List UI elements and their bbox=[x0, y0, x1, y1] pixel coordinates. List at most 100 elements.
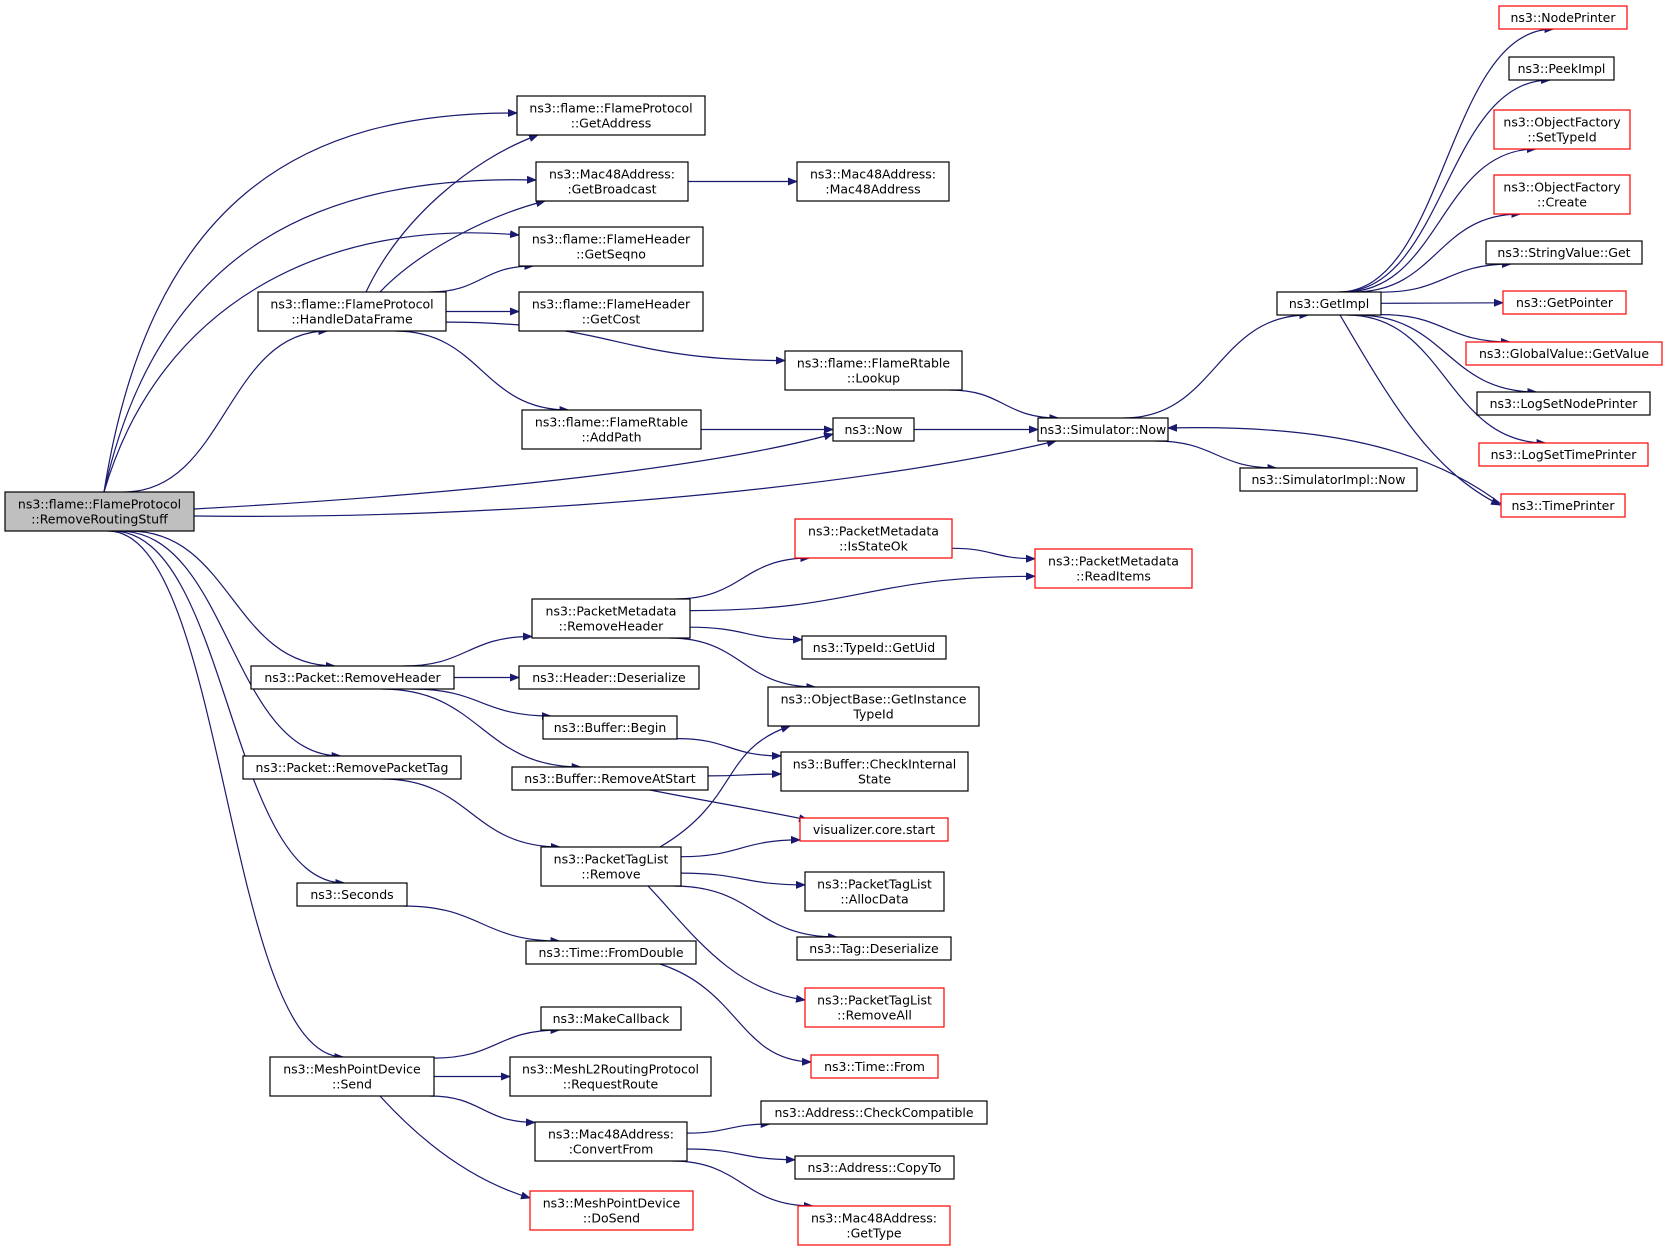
node-peekimpl[interactable]: ns3::PeekImpl bbox=[1508, 56, 1615, 81]
node-label-line: ns3::Time::FromDouble bbox=[538, 945, 683, 960]
node-fp-getaddress[interactable]: ns3::flame::FlameProtocol::GetAddress bbox=[516, 95, 706, 136]
node-box bbox=[518, 291, 704, 332]
edge-pm_removeheader-to-typeid_getuid bbox=[689, 626, 803, 644]
node-getimpl[interactable]: ns3::GetImpl bbox=[1276, 291, 1382, 316]
node-mpd-send[interactable]: ns3::MeshPointDevice::Send bbox=[269, 1056, 435, 1097]
node-of-create[interactable]: ns3::ObjectFactory::Create bbox=[1493, 174, 1631, 215]
node-fr-addpath[interactable]: ns3::flame::FlameRtable::AddPath bbox=[521, 409, 702, 450]
node-label-line: ns3::ObjectFactory bbox=[1503, 115, 1621, 130]
edge-ptl_remove-to-ob_getinstancetypeid bbox=[659, 725, 791, 848]
node-simimpl-now[interactable]: ns3::SimulatorImpl::Now bbox=[1239, 467, 1418, 492]
node-label-line: ns3::LogSetTimePrinter bbox=[1491, 447, 1638, 462]
node-mac-getbroadcast[interactable]: ns3::Mac48Address::GetBroadcast bbox=[535, 161, 689, 202]
node-makecallback[interactable]: ns3::MakeCallback bbox=[540, 1006, 682, 1031]
node-box bbox=[518, 226, 704, 267]
node-pkt-removepackettag[interactable]: ns3::Packet::RemovePacketTag bbox=[242, 755, 462, 780]
node-label-line: :GetType bbox=[846, 1226, 902, 1241]
node-buf-removeatstart[interactable]: ns3::Buffer::RemoveAtStart bbox=[511, 766, 709, 791]
node-label-line: ::Remove bbox=[581, 867, 640, 882]
node-label-line: ns3::PeekImpl bbox=[1518, 61, 1606, 76]
node-pkt-removeheader[interactable]: ns3::Packet::RemoveHeader bbox=[250, 665, 455, 690]
node-now[interactable]: ns3::Now bbox=[832, 417, 915, 442]
node-ml2-requestroute[interactable]: ns3::MeshL2RoutingProtocol::RequestRoute bbox=[509, 1056, 712, 1097]
node-box bbox=[796, 161, 950, 202]
node-fr-lookup[interactable]: ns3::flame::FlameRtable::Lookup bbox=[784, 350, 963, 391]
node-fh-getcost[interactable]: ns3::flame::FlameHeader::GetCost bbox=[518, 291, 704, 332]
edge-seconds-to-time_fromdouble bbox=[403, 905, 561, 945]
node-label-line: TypeId bbox=[852, 707, 893, 722]
edge-root-to-seconds bbox=[112, 530, 346, 887]
node-logsetnodeprinter[interactable]: ns3::LogSetNodePrinter bbox=[1476, 391, 1651, 416]
node-box bbox=[799, 817, 949, 842]
node-sim-now[interactable]: ns3::Simulator::Now bbox=[1037, 417, 1169, 442]
node-mpd-dosend[interactable]: ns3::MeshPointDevice::DoSend bbox=[529, 1190, 694, 1231]
edge-getimpl-to-of_settypeid bbox=[1344, 145, 1537, 293]
edge-sim_now-to-simimpl_now bbox=[1154, 440, 1278, 472]
node-time-from[interactable]: ns3::Time::From bbox=[810, 1054, 939, 1079]
node-ptl-allocdata[interactable]: ns3::PacketTagList::AllocData bbox=[804, 871, 945, 912]
node-nodeprinter[interactable]: ns3::NodePrinter bbox=[1498, 5, 1628, 30]
edge-root-to-pkt_removepackettag bbox=[118, 530, 342, 760]
node-label-line: ns3::MeshPointDevice bbox=[283, 1062, 421, 1077]
node-label-line: visualizer.core.start bbox=[813, 822, 935, 837]
node-fh-getseqno[interactable]: ns3::flame::FlameHeader::GetSeqno bbox=[518, 226, 704, 267]
node-box bbox=[760, 1100, 988, 1125]
node-gv-getvalue[interactable]: ns3::GlobalValue::GetValue bbox=[1465, 341, 1663, 366]
edge-getimpl-to-of_create bbox=[1353, 210, 1522, 293]
node-seconds[interactable]: ns3::Seconds bbox=[296, 882, 408, 907]
node-typeid-getuid[interactable]: ns3::TypeId::GetUid bbox=[801, 635, 947, 660]
node-label-line: ns3::MeshL2RoutingProtocol bbox=[522, 1062, 699, 1077]
node-buf-begin[interactable]: ns3::Buffer::Begin bbox=[542, 715, 678, 740]
node-box bbox=[542, 715, 678, 740]
node-sv-get[interactable]: ns3::StringValue::Get bbox=[1485, 240, 1643, 265]
node-of-settypeid[interactable]: ns3::ObjectFactory::SetTypeId bbox=[1493, 109, 1631, 150]
edge-mac_convertfrom-to-mac_gettype bbox=[672, 1160, 814, 1210]
node-ptl-removeall[interactable]: ns3::PacketTagList::RemoveAll bbox=[804, 987, 945, 1028]
node-root[interactable]: ns3::flame::FlameProtocol::RemoveRouting… bbox=[4, 491, 195, 532]
node-label-line: ns3::Packet::RemoveHeader bbox=[264, 670, 441, 685]
node-box bbox=[269, 1056, 435, 1097]
node-label-line: ::ReadItems bbox=[1076, 569, 1151, 584]
node-label-line: ::GetSeqno bbox=[576, 247, 646, 262]
node-pm-removeheader[interactable]: ns3::PacketMetadata::RemoveHeader bbox=[531, 598, 691, 639]
node-label-line: ns3::PacketTagList bbox=[817, 877, 932, 892]
node-box bbox=[516, 95, 706, 136]
node-logsettimeprinter[interactable]: ns3::LogSetTimePrinter bbox=[1478, 442, 1649, 467]
node-box bbox=[1037, 417, 1169, 442]
node-addr-copyto[interactable]: ns3::Address::CopyTo bbox=[794, 1155, 955, 1180]
node-box bbox=[1478, 442, 1649, 467]
node-box bbox=[1500, 493, 1626, 518]
node-box bbox=[832, 417, 915, 442]
node-label-line: ::GetAddress bbox=[571, 116, 651, 131]
edge-time_fromdouble-to-time_from bbox=[659, 963, 812, 1066]
node-label-line: ns3::MeshPointDevice bbox=[543, 1196, 681, 1211]
edge-getimpl-to-peekimpl bbox=[1340, 76, 1552, 293]
node-label-line: ::Create bbox=[1537, 195, 1587, 210]
node-timeprinter[interactable]: ns3::TimePrinter bbox=[1500, 493, 1626, 518]
node-getpointer[interactable]: ns3::GetPointer bbox=[1502, 290, 1627, 315]
node-fp-handledataframe[interactable]: ns3::flame::FlameProtocol::HandleDataFra… bbox=[257, 291, 447, 332]
node-tag-deserialize[interactable]: ns3::Tag::Deserialize bbox=[796, 936, 952, 961]
node-mac-ctor[interactable]: ns3::Mac48Address::Mac48Address bbox=[796, 161, 950, 202]
node-label-line: ns3::MakeCallback bbox=[553, 1011, 671, 1026]
node-label-line: ns3::Seconds bbox=[310, 887, 393, 902]
node-mac-gettype[interactable]: ns3::Mac48Address::GetType bbox=[797, 1205, 951, 1246]
node-mac-convertfrom[interactable]: ns3::Mac48Address::ConvertFrom bbox=[534, 1121, 688, 1162]
edge-getimpl-to-logsettimeprinter bbox=[1346, 314, 1547, 447]
node-box bbox=[250, 665, 455, 690]
node-label-line: :ConvertFrom bbox=[569, 1142, 654, 1157]
node-ptl-remove[interactable]: ns3::PacketTagList::Remove bbox=[540, 846, 682, 887]
node-addr-checkcompatible[interactable]: ns3::Address::CheckCompatible bbox=[760, 1100, 988, 1125]
node-pm-isstateok[interactable]: ns3::PacketMetadata::IsStateOk bbox=[794, 518, 953, 559]
node-box bbox=[521, 409, 702, 450]
node-label-line: ns3::PacketMetadata bbox=[1048, 554, 1179, 569]
node-label-line: :GetBroadcast bbox=[567, 182, 656, 197]
node-label-line: ns3::GlobalValue::GetValue bbox=[1479, 346, 1649, 361]
node-pm-readitems[interactable]: ns3::PacketMetadata::ReadItems bbox=[1034, 548, 1193, 589]
node-viz-start[interactable]: visualizer.core.start bbox=[799, 817, 949, 842]
node-time-fromdouble[interactable]: ns3::Time::FromDouble bbox=[525, 940, 697, 965]
edge-fp_handledataframe-to-fh_getseqno bbox=[429, 262, 535, 293]
node-hdr-deserialize[interactable]: ns3::Header::Deserialize bbox=[518, 665, 700, 690]
